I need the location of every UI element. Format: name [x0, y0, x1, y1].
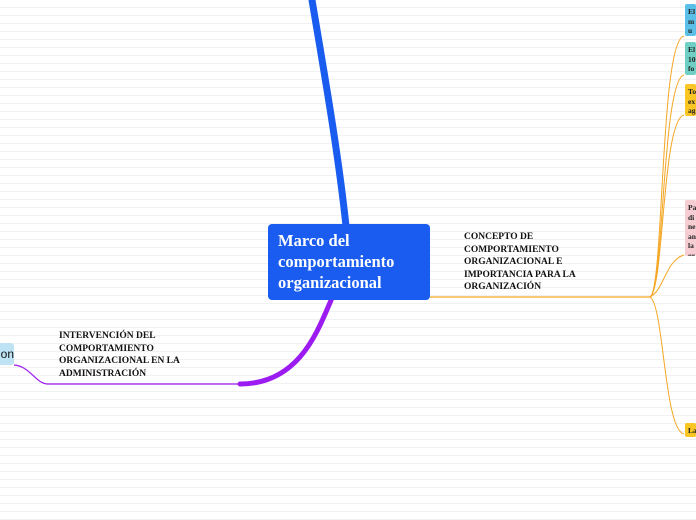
branch-concepto[interactable]: CONCEPTO DE COMPORTAMIENTO ORGANIZACIONA… — [464, 232, 576, 292]
leaf-node-5[interactable]: La — [685, 423, 696, 437]
central-topic[interactable]: Marco del comportamiento organizacional — [268, 224, 430, 300]
left-branch-underline — [13, 364, 240, 385]
top-branch-connector — [308, 0, 350, 230]
right-subbranch-connectors — [649, 35, 685, 435]
left-branch-connector — [237, 295, 335, 387]
leaf-node-2[interactable]: El 10 fo — [685, 42, 696, 75]
left-subtopic-node[interactable]: on — [0, 343, 14, 365]
leaf-node-4[interactable]: Pa di ne an la or — [685, 200, 696, 256]
leaf-node-1[interactable]: El m u — [685, 4, 696, 36]
leaf-node-3[interactable]: To ex ag — [685, 84, 696, 116]
branch-intervencion[interactable]: INTERVENCIÓN DEL COMPORTAMIENTO ORGANIZA… — [59, 331, 180, 379]
